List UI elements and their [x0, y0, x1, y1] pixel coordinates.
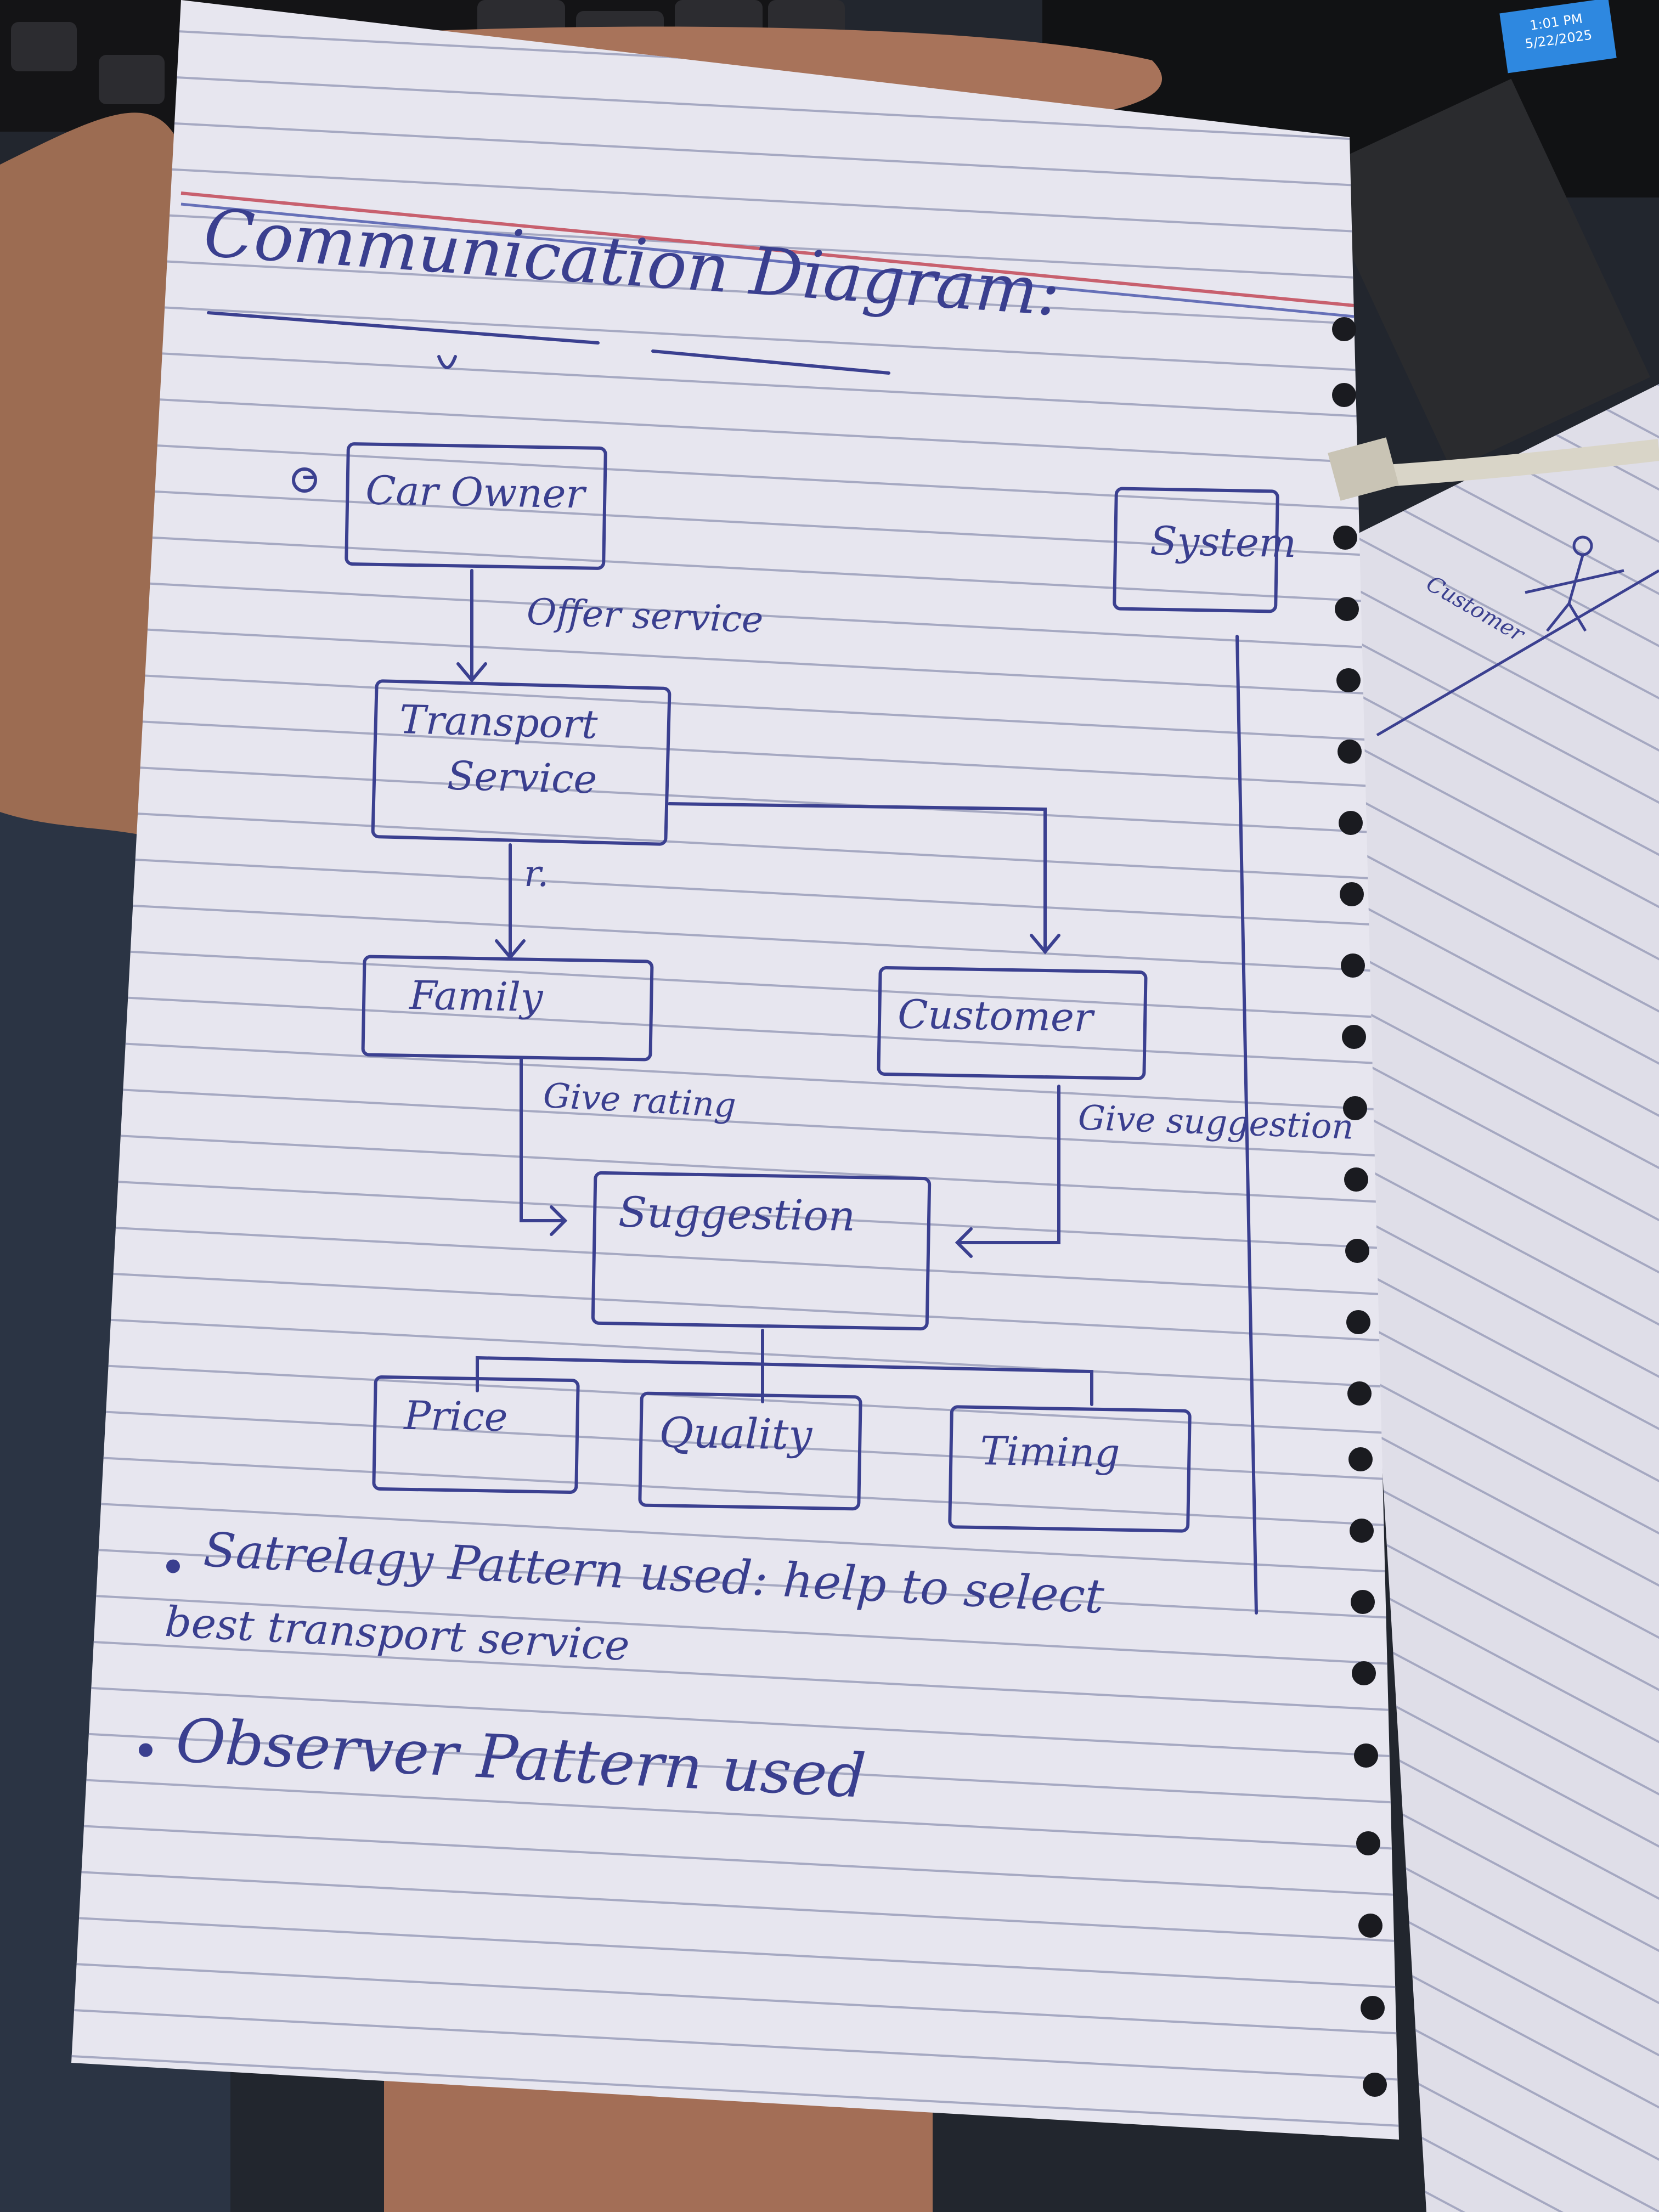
cable-connector — [1328, 437, 1399, 501]
node-price-label: Price — [403, 1392, 509, 1440]
node-family: Family — [361, 955, 654, 1062]
note-bullet-2: • — [130, 1723, 161, 1780]
hand-left — [0, 112, 187, 850]
arrowhead-customer — [1030, 934, 1060, 955]
edge-suggestion-branch — [476, 1356, 1093, 1406]
node-suggestion: Suggestion — [591, 1171, 932, 1331]
title-underline — [207, 311, 600, 345]
node-customer-label: Customer — [897, 991, 1093, 1041]
node-timing-label: Timing — [979, 1427, 1121, 1476]
node-system-label: System — [1149, 517, 1297, 567]
node-car-owner: Car Owner — [345, 442, 607, 571]
node-quality-label: Quality — [658, 1408, 812, 1459]
node-transport-service-label-1: Transport — [398, 696, 599, 748]
node-car-owner-label: Car Owner — [365, 467, 585, 517]
title-underline-2 — [651, 349, 890, 375]
arrowhead-give-rating — [550, 1205, 568, 1236]
arrowhead-r — [495, 939, 526, 960]
arrowhead-give-suggestion — [955, 1227, 973, 1258]
laptop-hinge — [1312, 78, 1651, 470]
title-mark — [437, 355, 457, 369]
node-customer: Customer — [877, 966, 1148, 1081]
node-transport-service-label-2: Service — [447, 752, 598, 803]
edge-label-give-rating: Give rating — [542, 1075, 737, 1126]
system-lifeline — [1235, 635, 1258, 1615]
edge-label-offer-service: Offer service — [526, 590, 764, 641]
node-suggestion-label: Suggestion — [618, 1187, 856, 1240]
note-bullet-1: • — [157, 1539, 189, 1596]
edge-give-rating — [520, 1057, 564, 1222]
node-family-label: Family — [409, 972, 544, 1021]
side-page-drawing — [1376, 535, 1659, 737]
edge-label-r: r. — [524, 853, 549, 895]
edge-give-suggestion — [956, 1085, 1060, 1244]
node-transport-service: Transport Service — [371, 679, 672, 847]
edge-label-give-suggestion: Give suggestion — [1077, 1097, 1355, 1147]
node-price: Price — [372, 1375, 580, 1494]
start-mark-icon — [292, 467, 317, 493]
node-system: System — [1113, 487, 1297, 613]
node-quality: Quality — [638, 1391, 862, 1511]
edge-to-customer — [668, 802, 1047, 953]
arrowhead-offer-service — [456, 662, 487, 683]
cable — [1359, 439, 1659, 488]
header-margin-lines — [180, 191, 1372, 320]
perforation-holes — [1332, 317, 1387, 2097]
node-timing: Timing — [948, 1405, 1192, 1533]
